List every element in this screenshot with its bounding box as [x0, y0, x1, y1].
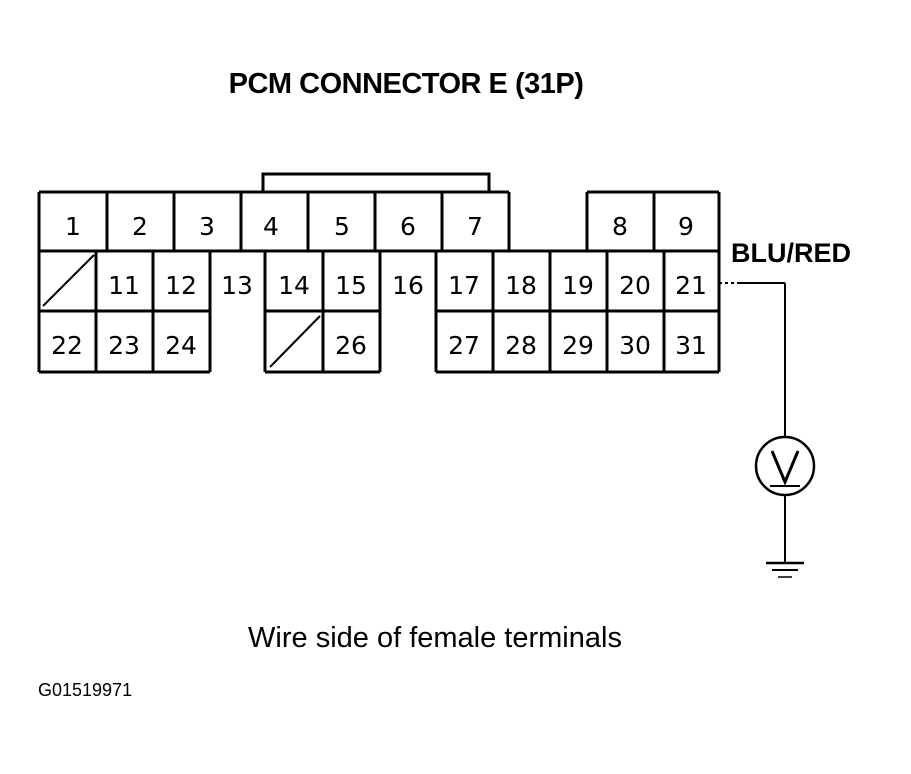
pin-24-label: 24: [165, 331, 197, 360]
pin-2-label: 2: [132, 212, 148, 241]
diagram-title: PCM CONNECTOR E (31P): [228, 68, 584, 100]
pin-15-label: 15: [335, 271, 367, 300]
voltmeter-icon: [754, 435, 816, 497]
pin-26-label: 26: [335, 331, 367, 360]
pin-23-label: 23: [108, 331, 140, 360]
pin-16-label: 16: [392, 271, 424, 300]
ground-icon: [766, 495, 804, 578]
pin-18-label: 18: [505, 271, 537, 300]
pin-5-label: 5: [334, 212, 350, 241]
pin-4-label: 4: [263, 212, 279, 241]
pin-21-label: 21: [675, 271, 707, 300]
pin-14-label: 14: [278, 271, 310, 300]
pin-28-label: 28: [505, 331, 537, 360]
pin-20-label: 20: [619, 271, 651, 300]
pin-13-label: 13: [221, 271, 253, 300]
diagram-caption: Wire side of female terminals: [248, 622, 622, 654]
probe-wire: [719, 282, 786, 437]
pin-12-label: 12: [165, 271, 197, 300]
pin-11-label: 11: [108, 271, 140, 300]
figure-id: G01519971: [38, 680, 133, 700]
wire-color-label: BLU/RED: [731, 238, 851, 268]
pin-9-label: 9: [678, 212, 694, 241]
pin-17-label: 17: [448, 271, 480, 300]
pin-22-label: 22: [51, 331, 83, 360]
pin-27-label: 27: [448, 331, 480, 360]
pin-7-label: 7: [467, 212, 483, 241]
pin-31-label: 31: [675, 331, 707, 360]
connector-outline: [37, 172, 721, 374]
pin-6-label: 6: [400, 212, 416, 241]
pin-29-label: 29: [562, 331, 594, 360]
pin-3-label: 3: [199, 212, 215, 241]
pin-19-label: 19: [562, 271, 594, 300]
pin-1-label: 1: [65, 212, 81, 241]
pin-8-label: 8: [612, 212, 628, 241]
pin-30-label: 30: [619, 331, 651, 360]
